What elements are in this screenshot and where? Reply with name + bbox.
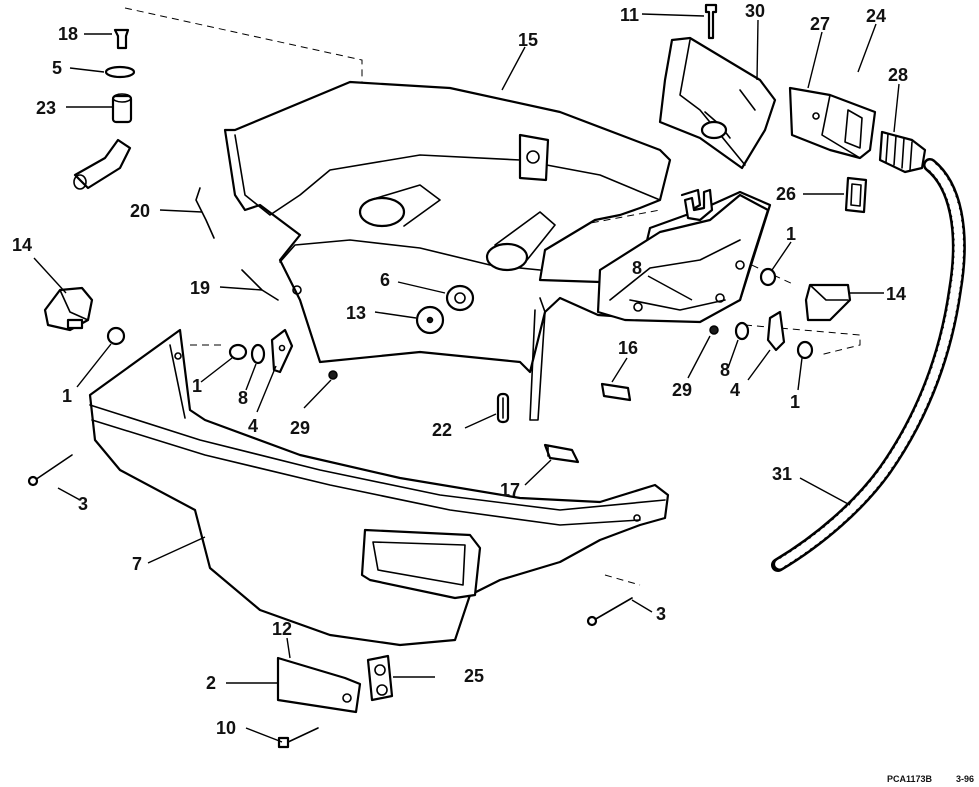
screw-29-left bbox=[328, 370, 338, 380]
callout-13: 13 bbox=[346, 303, 366, 323]
callout-labels: 18 5 23 20 14 19 1 1 8 4 29 3 7 12 2 10 … bbox=[12, 1, 974, 784]
callout-17: 17 bbox=[500, 480, 520, 500]
callout-16: 16 bbox=[618, 338, 638, 358]
block-16 bbox=[600, 382, 632, 402]
callout-23: 23 bbox=[36, 98, 56, 118]
callout-1-right-b: 1 bbox=[790, 392, 800, 412]
callout-29-left: 29 bbox=[290, 418, 310, 438]
block-17 bbox=[543, 443, 580, 464]
callout-29-right: 29 bbox=[672, 380, 692, 400]
screw-29-right bbox=[709, 325, 719, 335]
alignment-lines bbox=[124, 7, 861, 586]
wire-clip-20 bbox=[195, 187, 215, 239]
lower-cowl bbox=[88, 328, 670, 647]
bushing-left bbox=[106, 326, 248, 361]
seal-gasket bbox=[844, 176, 868, 214]
callout-30: 30 bbox=[745, 1, 765, 21]
callout-28: 28 bbox=[888, 65, 908, 85]
callout-1-left-a: 1 bbox=[62, 386, 72, 406]
air-duct bbox=[788, 86, 877, 160]
callout-2: 2 bbox=[206, 673, 216, 693]
grommet-right bbox=[734, 321, 750, 341]
wire-clip-19 bbox=[241, 269, 279, 301]
sleeve bbox=[111, 93, 133, 124]
drawing-code: PCA1173B bbox=[887, 774, 933, 784]
tube-fitting bbox=[73, 138, 132, 190]
callout-3-left: 3 bbox=[78, 494, 88, 514]
pin-18 bbox=[113, 28, 130, 50]
leader-lines bbox=[33, 13, 900, 743]
date-code: 3-96 bbox=[956, 774, 974, 784]
screw-10 bbox=[277, 727, 319, 749]
bushing-block bbox=[366, 654, 394, 702]
rear-mount-cover bbox=[658, 36, 777, 170]
callout-26: 26 bbox=[776, 184, 796, 204]
grommet-left bbox=[250, 343, 266, 365]
callout-1-left-b: 1 bbox=[192, 376, 202, 396]
callout-1-right-a: 1 bbox=[786, 224, 796, 244]
latch-right bbox=[804, 283, 852, 322]
callout-27: 27 bbox=[810, 14, 830, 34]
grommet bbox=[878, 130, 927, 174]
harness-sleeve bbox=[771, 158, 966, 572]
callout-15: 15 bbox=[518, 30, 538, 50]
screw-right bbox=[586, 597, 633, 627]
callout-31: 31 bbox=[772, 464, 792, 484]
bushing-right bbox=[759, 267, 777, 287]
callout-10: 10 bbox=[216, 718, 236, 738]
callout-12: 12 bbox=[272, 619, 292, 639]
hook-fitting bbox=[683, 188, 714, 222]
callout-18: 18 bbox=[58, 24, 78, 44]
callout-3-right: 3 bbox=[656, 604, 666, 624]
latch-left bbox=[43, 286, 94, 332]
callout-5: 5 bbox=[52, 58, 62, 78]
callout-8-right-b: 8 bbox=[720, 360, 730, 380]
screw-left bbox=[27, 454, 73, 487]
callout-25: 25 bbox=[464, 666, 484, 686]
callout-4-left: 4 bbox=[248, 416, 258, 436]
callout-14-left: 14 bbox=[12, 235, 32, 255]
callout-8-right-a: 8 bbox=[632, 258, 642, 278]
clip-22 bbox=[496, 392, 510, 424]
link-left bbox=[270, 328, 294, 374]
callout-19: 19 bbox=[190, 278, 210, 298]
bushing-right-lower bbox=[796, 340, 814, 360]
callout-20: 20 bbox=[130, 201, 150, 221]
callout-8-left: 8 bbox=[238, 388, 248, 408]
callout-7: 7 bbox=[132, 554, 142, 574]
inlet-plate bbox=[276, 656, 362, 714]
clamp bbox=[104, 65, 136, 79]
washer-6 bbox=[445, 284, 475, 312]
callout-22: 22 bbox=[432, 420, 452, 440]
callout-4-right: 4 bbox=[730, 380, 740, 400]
washer-13 bbox=[415, 305, 445, 335]
callout-14-right: 14 bbox=[886, 284, 906, 304]
callout-11: 11 bbox=[620, 5, 639, 25]
callout-6: 6 bbox=[380, 270, 390, 290]
bolt-11 bbox=[704, 3, 718, 40]
link-right bbox=[766, 310, 786, 352]
callout-24: 24 bbox=[866, 6, 886, 26]
